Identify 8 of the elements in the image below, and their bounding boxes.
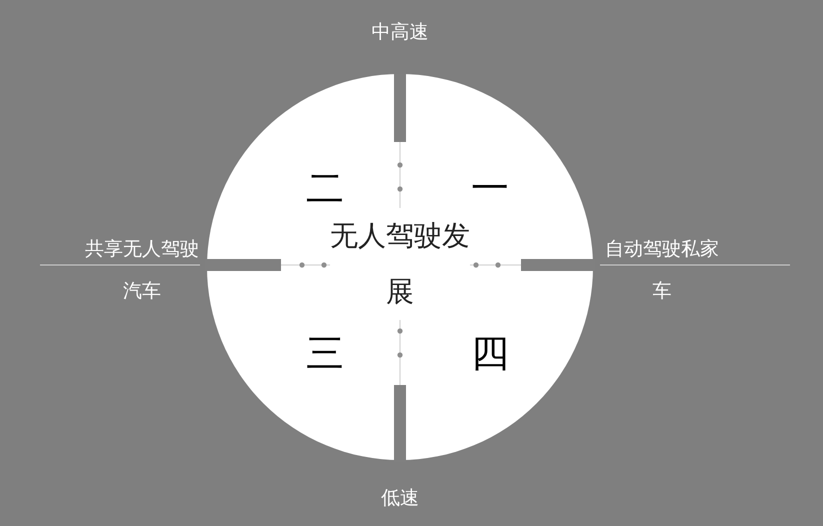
axis-label: 自动驾驶私家车 (604, 237, 720, 304)
axis-label: 共享无人驾驶汽车 (84, 237, 200, 304)
axis-label: 低速 (380, 486, 420, 511)
center-title: 无人驾驶发展 (330, 208, 470, 320)
axis-label: 中高速 (370, 20, 430, 45)
quadrant-number: 四 (470, 330, 510, 377)
quadrant-number: 一 (470, 165, 510, 212)
quadrant-number: 三 (305, 330, 345, 377)
